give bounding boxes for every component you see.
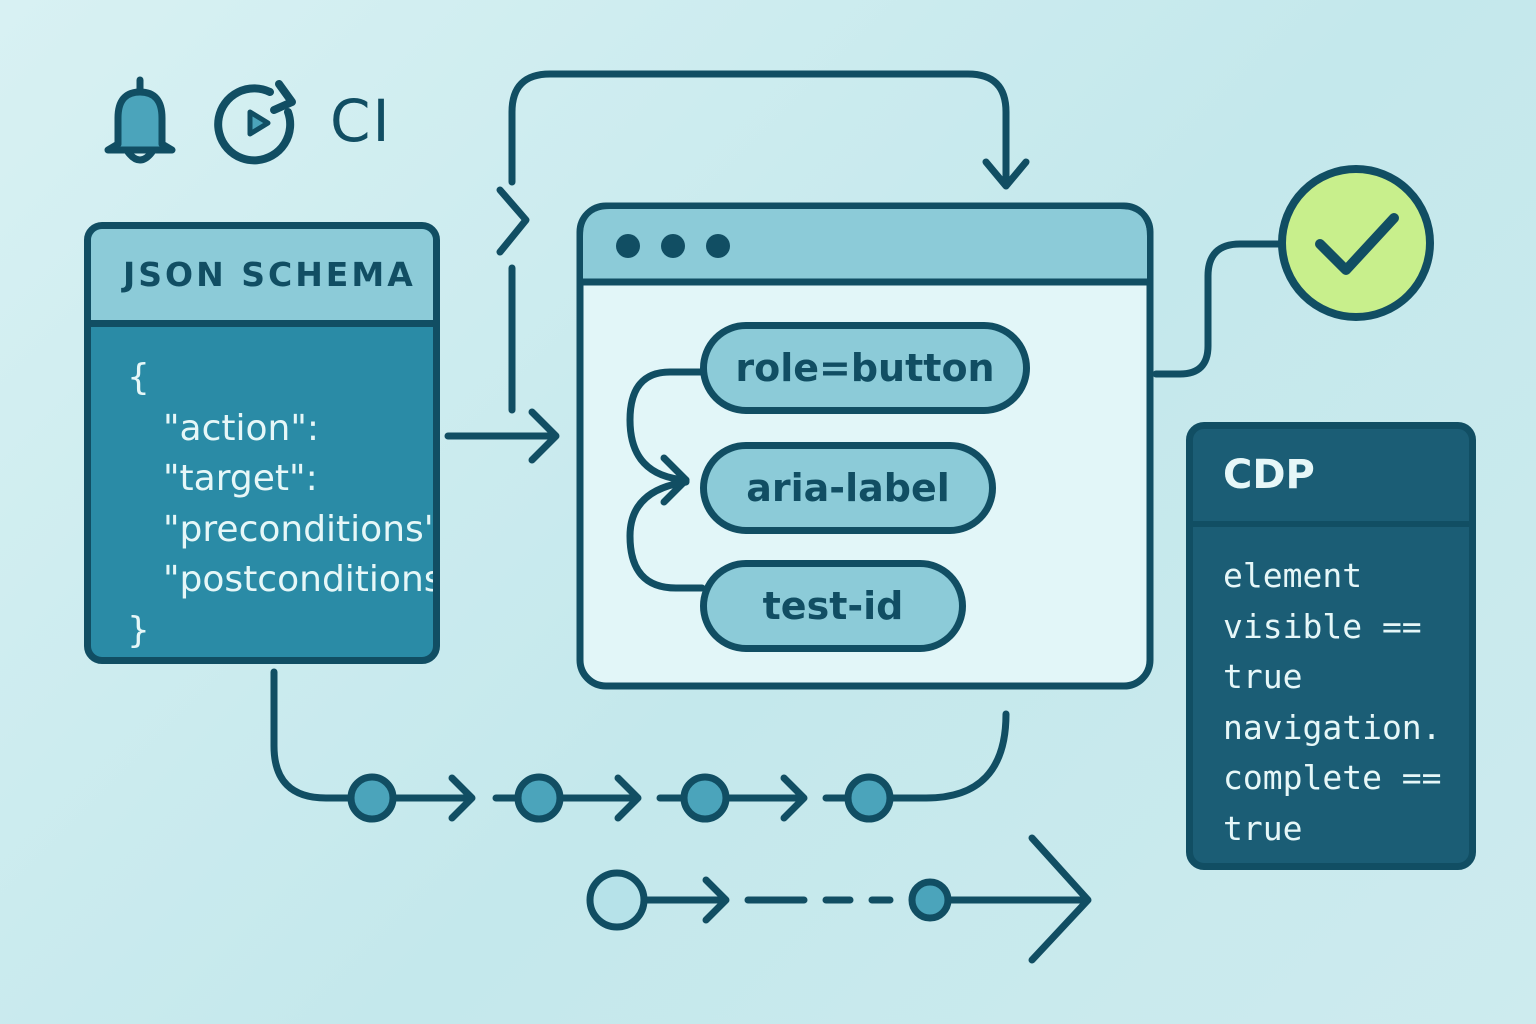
- schema-key: "target":: [163, 458, 318, 499]
- chevron-right-icon: [496, 186, 530, 414]
- cdp-panel: CDP element visible == true navigation. …: [1186, 422, 1476, 870]
- schema-key: "action":: [163, 407, 320, 449]
- locator-connectors: [626, 368, 706, 592]
- schema-title: JSON SCHEMA: [91, 229, 433, 327]
- schema-key: "postconditions": [163, 559, 440, 600]
- locator-test-id: test-id: [700, 560, 966, 652]
- flow-node: [680, 773, 730, 823]
- cdp-line: true: [1223, 808, 1303, 848]
- locator-aria-label: aria-label: [700, 442, 996, 534]
- top-loop-arrow: [508, 70, 1030, 190]
- window-dot: [661, 234, 685, 258]
- window-dot: [616, 234, 640, 258]
- replay-icon: [214, 80, 296, 165]
- cdp-line: complete ==: [1223, 758, 1442, 797]
- schema-to-browser-arrow: [444, 408, 560, 464]
- cdp-line: navigation.: [1223, 707, 1442, 747]
- flow-node: [347, 773, 397, 823]
- window-dot: [706, 234, 730, 258]
- cdp-line: visible ==: [1223, 606, 1422, 646]
- cdp-title: CDP: [1193, 429, 1469, 527]
- schema-key: "preconditions" :: [163, 508, 440, 550]
- open-brace: {: [127, 357, 150, 398]
- bottom-flow: [642, 834, 1092, 964]
- cdp-line: element: [1223, 556, 1363, 595]
- close-brace: }: [127, 609, 150, 651]
- browser-to-status-connector: [1152, 240, 1286, 378]
- flow-node-start: [586, 869, 648, 931]
- locator-role-button: role=button: [700, 322, 1030, 414]
- schema-body: { "action": "target": "preconditions" : …: [91, 327, 433, 656]
- pipeline-flow: [270, 668, 1010, 822]
- bell-icon: [104, 76, 176, 164]
- flow-node: [908, 878, 952, 922]
- cdp-body: element visible == true navigation. comp…: [1193, 527, 1469, 854]
- flow-node: [844, 773, 894, 823]
- json-schema-card: JSON SCHEMA { "action": "target": "preco…: [84, 222, 440, 664]
- checkmark-icon: [1278, 165, 1434, 321]
- ci-label: CI: [330, 87, 392, 155]
- flow-node: [514, 773, 564, 823]
- cdp-line: true: [1223, 657, 1303, 696]
